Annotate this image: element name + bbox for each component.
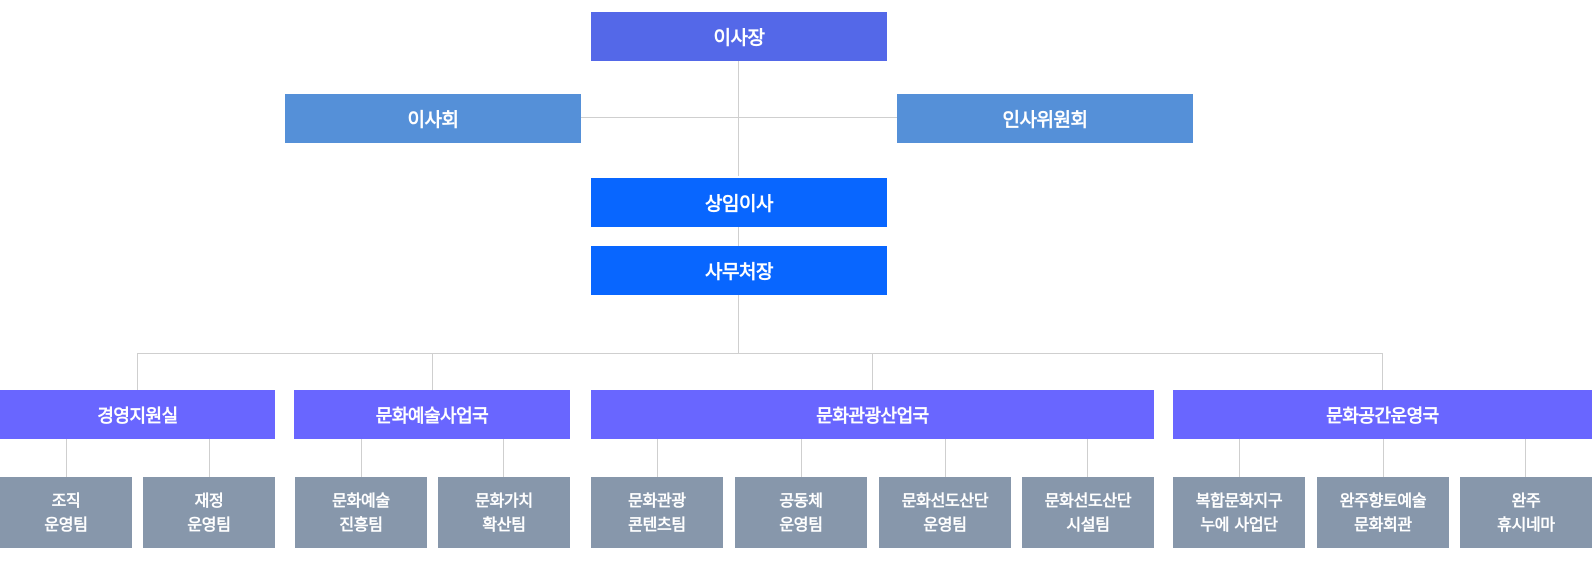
board-box: 이사회 xyxy=(285,94,581,143)
department-box: 문화관광산업국 xyxy=(591,390,1154,439)
connector-chairman-to-executive xyxy=(738,60,739,176)
team-label-line1: 문화선도산단 xyxy=(1044,490,1132,510)
connector-standing-to-secretary xyxy=(738,226,739,246)
connector-to-dept-2 xyxy=(432,353,433,390)
standing-director-box: 상임이사 xyxy=(591,178,887,227)
secretary-general-box: 사무처장 xyxy=(591,246,887,295)
team-label-line2: 운영팀 xyxy=(923,514,967,534)
connector-team-2-2 xyxy=(503,438,504,478)
team-label-line1: 공동체 xyxy=(779,490,823,510)
team-label-line2: 시설팀 xyxy=(1066,514,1110,534)
connector-team-4-1 xyxy=(1239,438,1240,478)
department-label: 문화공간운영국 xyxy=(1326,405,1439,427)
chairman-label: 이사장 xyxy=(713,27,765,49)
connector-team-1-1 xyxy=(66,438,67,478)
connector-team-3-2 xyxy=(801,438,802,478)
team-label-line1: 복합문화지구 xyxy=(1195,490,1283,510)
department-label: 경영지원실 xyxy=(97,405,178,427)
team-label-line2: 휴시네마 xyxy=(1497,514,1555,534)
team-label-line1: 완주향토예술 xyxy=(1339,490,1427,510)
connector-to-dept-3 xyxy=(872,353,873,390)
team-box: 문화선도산단 운영팀 xyxy=(879,477,1011,548)
secretary-general-label: 사무처장 xyxy=(705,261,773,283)
team-label-line1: 문화선도산단 xyxy=(901,490,989,510)
team-box: 공동체 운영팀 xyxy=(735,477,867,548)
connector-secretary-to-departments xyxy=(738,294,739,354)
connector-department-horizontal xyxy=(137,353,1383,354)
team-label-line2: 문화회관 xyxy=(1354,514,1412,534)
team-label-line1: 재정 xyxy=(194,490,224,510)
connector-to-dept-4 xyxy=(1382,353,1383,390)
team-box: 복합문화지구 누에 사업단 xyxy=(1173,477,1305,548)
team-box: 조직 운영팀 xyxy=(0,477,132,548)
team-label-line2: 누에 사업단 xyxy=(1200,514,1278,534)
standing-director-label: 상임이사 xyxy=(705,193,773,215)
team-box: 완주 휴시네마 xyxy=(1460,477,1592,548)
team-box: 문화가치 확산팀 xyxy=(438,477,570,548)
connector-board-to-committee xyxy=(580,117,898,118)
department-box: 문화공간운영국 xyxy=(1173,390,1592,439)
connector-team-4-2 xyxy=(1383,438,1384,478)
team-box: 문화선도산단 시설팀 xyxy=(1022,477,1154,548)
department-box: 경영지원실 xyxy=(0,390,275,439)
department-label: 문화예술사업국 xyxy=(375,405,489,427)
team-box: 완주향토예술 문화회관 xyxy=(1317,477,1449,548)
team-box: 문화관광 콘텐츠팀 xyxy=(591,477,723,548)
team-label-line2: 확산팀 xyxy=(482,514,526,534)
team-label-line2: 콘텐츠팀 xyxy=(628,514,686,534)
connector-to-dept-1 xyxy=(137,353,138,390)
team-label-line1: 조직 xyxy=(51,490,81,510)
department-label: 문화관광산업국 xyxy=(816,405,929,427)
team-label-line1: 완주 xyxy=(1511,490,1541,510)
personnel-committee-label: 인사위원회 xyxy=(1002,109,1088,131)
team-label-line1: 문화가치 xyxy=(475,490,533,510)
team-label-line1: 문화예술 xyxy=(332,490,390,510)
team-label-line2: 운영팀 xyxy=(779,514,823,534)
board-label: 이사회 xyxy=(407,109,459,131)
team-label-line1: 문화관광 xyxy=(628,490,686,510)
connector-team-2-1 xyxy=(361,438,362,478)
connector-team-4-3 xyxy=(1525,438,1526,478)
team-label-line2: 운영팀 xyxy=(44,514,88,534)
connector-team-1-2 xyxy=(209,438,210,478)
personnel-committee-box: 인사위원회 xyxy=(897,94,1193,143)
connector-team-3-1 xyxy=(657,438,658,478)
team-label-line2: 진흥팀 xyxy=(339,514,383,534)
team-box: 재정 운영팀 xyxy=(143,477,275,548)
team-label-line2: 운영팀 xyxy=(187,514,231,534)
chairman-box: 이사장 xyxy=(591,12,887,61)
connector-team-3-4 xyxy=(1087,438,1088,478)
department-box: 문화예술사업국 xyxy=(294,390,570,439)
team-box: 문화예술 진흥팀 xyxy=(295,477,427,548)
connector-team-3-3 xyxy=(945,438,946,478)
